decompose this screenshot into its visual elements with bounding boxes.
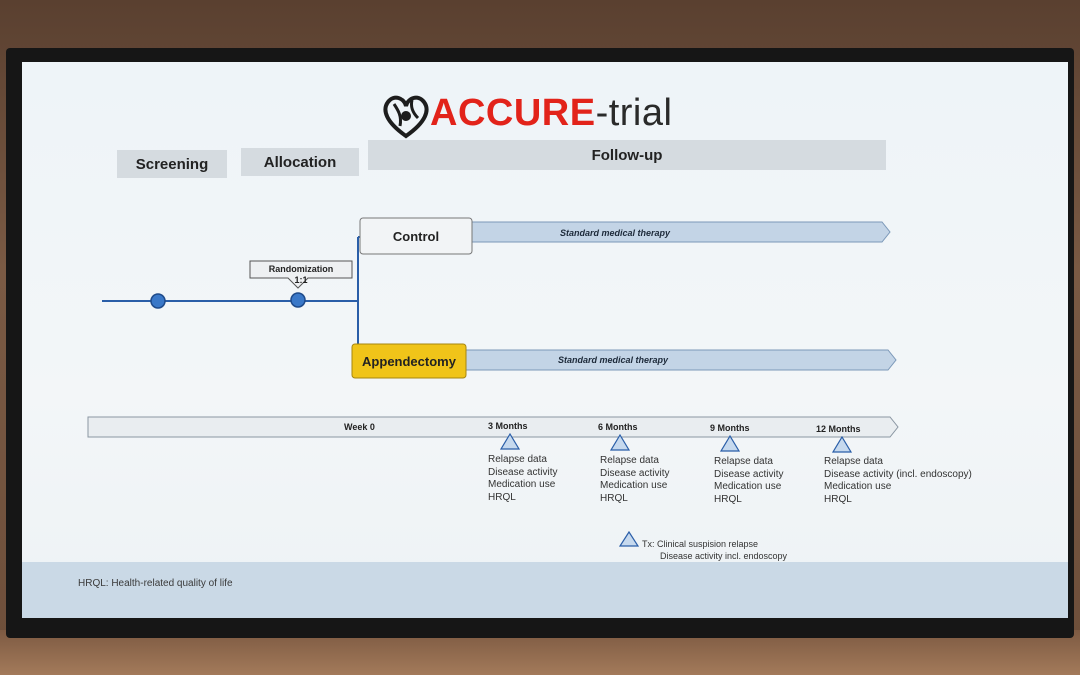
title-trial: -trial (595, 92, 673, 134)
trial-flow-diagram (87, 217, 899, 547)
control-label: Control (392, 228, 440, 244)
measure-item: Relapse data (488, 454, 547, 465)
appendectomy-box-shape (351, 343, 467, 379)
control-box-shape (359, 217, 473, 255)
measure-item: Medication use (600, 480, 668, 491)
randomization-line2: 1:1 (294, 275, 308, 285)
appendectomy-label: Appendectomy (362, 353, 456, 369)
phase-allocation: Allocation (241, 148, 359, 176)
title-accure: ACCURE (430, 92, 596, 134)
phase-followup: Follow-up (368, 140, 886, 170)
measures-6months: Relapse data Disease activity Medication… (600, 455, 669, 505)
timeline-bar (87, 416, 899, 438)
measure-item: Medication use (488, 479, 556, 490)
appendectomy-therapy-label: Standard medical therapy (558, 355, 669, 365)
control-therapy-label: Standard medical therapy (560, 228, 671, 238)
legend-line2: Disease activity incl. endoscopy (660, 551, 788, 561)
slide-title: ACCURE-trial (430, 92, 672, 135)
phase-screening: Screening (117, 150, 227, 178)
timeline-9months: 9 Months (710, 423, 750, 433)
heart-logo-icon (383, 95, 429, 139)
randomization-label: Randomization 1:1 (250, 264, 352, 286)
timepoint-12m-marker-icon (831, 435, 853, 453)
timepoint-9m-marker-icon (719, 434, 741, 452)
measure-item: Disease activity (incl. endoscopy) (824, 468, 972, 480)
timepoint-6m-marker-icon (609, 433, 631, 451)
measure-item: Disease activity (600, 467, 670, 479)
measure-item: Relapse data (824, 456, 883, 467)
randomization-callout (249, 260, 353, 289)
control-therapy-arrow (469, 221, 891, 243)
timeline-3months: 3 Months (488, 421, 528, 431)
measure-item: Medication use (824, 481, 892, 492)
legend-line1: Tx: Clinical suspision relapse (642, 539, 759, 549)
slide-footer-band (22, 562, 1068, 618)
measure-item: HRQL (488, 491, 516, 503)
randomization-line1: Randomization (268, 264, 334, 274)
randomization-dot (290, 292, 306, 308)
measure-item: Disease activity (714, 468, 784, 480)
measure-item: Relapse data (600, 455, 659, 466)
timepoint-3m-marker-icon (499, 432, 521, 450)
timeline-week0: Week 0 (344, 422, 375, 432)
measures-3months: Relapse data Disease activity Medication… (488, 454, 557, 504)
legend-marker-icon (618, 530, 640, 547)
measure-item: HRQL (600, 492, 628, 504)
measure-item: HRQL (714, 493, 742, 505)
footnote: HRQL: Health-related quality of life (78, 578, 233, 589)
measures-9months: Relapse data Disease activity Medication… (714, 456, 783, 506)
appendectomy-therapy-arrow (461, 349, 897, 371)
measure-item: Relapse data (714, 456, 773, 467)
measure-item: Medication use (714, 481, 782, 492)
timeline-12months: 12 Months (816, 424, 861, 434)
timeline-6months: 6 Months (598, 422, 638, 432)
measure-item: Disease activity (488, 466, 558, 478)
measures-12months: Relapse data Disease activity (incl. end… (824, 456, 972, 506)
screening-dot (150, 293, 166, 309)
projected-slide: ACCURE-trial Screening Allocation Follow… (22, 62, 1068, 618)
measure-item: HRQL (824, 493, 852, 505)
